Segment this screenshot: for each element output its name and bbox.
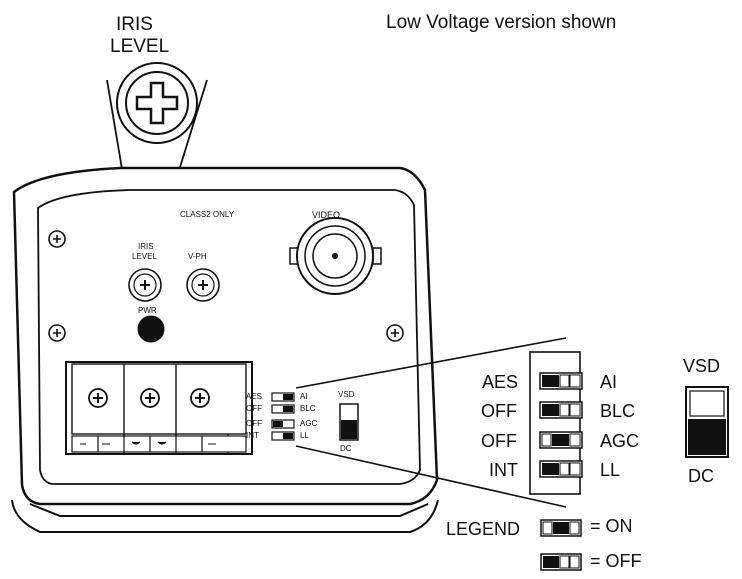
iris-level-screw-large [116,62,198,144]
pwr-label: PWR [138,306,157,315]
v-ph-control [186,268,220,302]
callout-dc-label: DC [688,466,714,486]
panel-switch-right-label: AGC [300,419,318,428]
panel-iris-label-line2: LEVEL [132,252,157,261]
terminal-block [65,361,253,455]
iris-level-control [128,268,162,302]
version-note: Low Voltage version shown [386,12,617,33]
callout-right-label: LL [600,460,621,480]
callout-right-label: BLC [600,401,636,421]
legend-on-switch-icon [540,519,582,537]
video-label: VIDEO [312,210,341,220]
panel-iris-label-line1: IRIS [138,242,154,251]
legend-off-switch-icon [540,553,582,571]
callout-left-label: OFF [481,431,517,451]
terminal-screw-icon [140,388,160,408]
cross-screw-icon [135,81,179,125]
legend-off-label: = OFF [590,551,642,571]
v-ph-label: V-PH [188,252,207,261]
callout-vsd-switch [685,386,729,458]
terminal-screw-icon [190,388,210,408]
iris-label-line1: IRIS [116,14,153,35]
iris-label-line2: LEVEL [110,36,170,57]
video-bnc-connector [289,217,382,295]
callout-left-label: INT [489,460,518,480]
panel-switch-left-label: OFF [246,404,262,413]
panel-switch-left-label: INT [246,431,259,440]
panel-vsd-label: VSD [338,390,355,399]
corner-screw-icon [48,230,66,248]
panel-switch-left-label: AES [246,392,263,401]
callout-left-label: OFF [481,401,517,421]
callout-switch-1 [539,401,583,419]
callout-vsd-label: VSD [683,356,721,376]
terminal-screw-icon [88,388,108,408]
callout-switch-2 [539,431,583,449]
callout-right-label: AI [600,372,618,392]
pwr-led-icon [137,315,165,343]
class2-label: CLASS2 ONLY [180,210,235,219]
callout-switch-0 [539,372,583,390]
panel-dip-switches [271,392,295,441]
panel-switch-right-label: LL [300,431,309,440]
callout-right-label: AGC [600,431,640,451]
legend-on-label: = ON [590,516,633,536]
panel-dc-label: DC [340,444,352,453]
callout-switch-3 [539,460,583,478]
corner-screw-icon [48,324,66,342]
callout-left-label: AES [482,372,519,392]
camera-body [11,166,439,533]
panel-vsd-switch [339,403,359,441]
callout-dip-switches [539,372,583,478]
panel-switch-right-label: AI [300,392,308,401]
corner-screw-icon [386,324,404,342]
panel-switch-right-label: BLC [300,404,316,413]
legend-title: LEGEND [446,519,521,539]
panel-switch-left-label: OFF [246,419,262,428]
